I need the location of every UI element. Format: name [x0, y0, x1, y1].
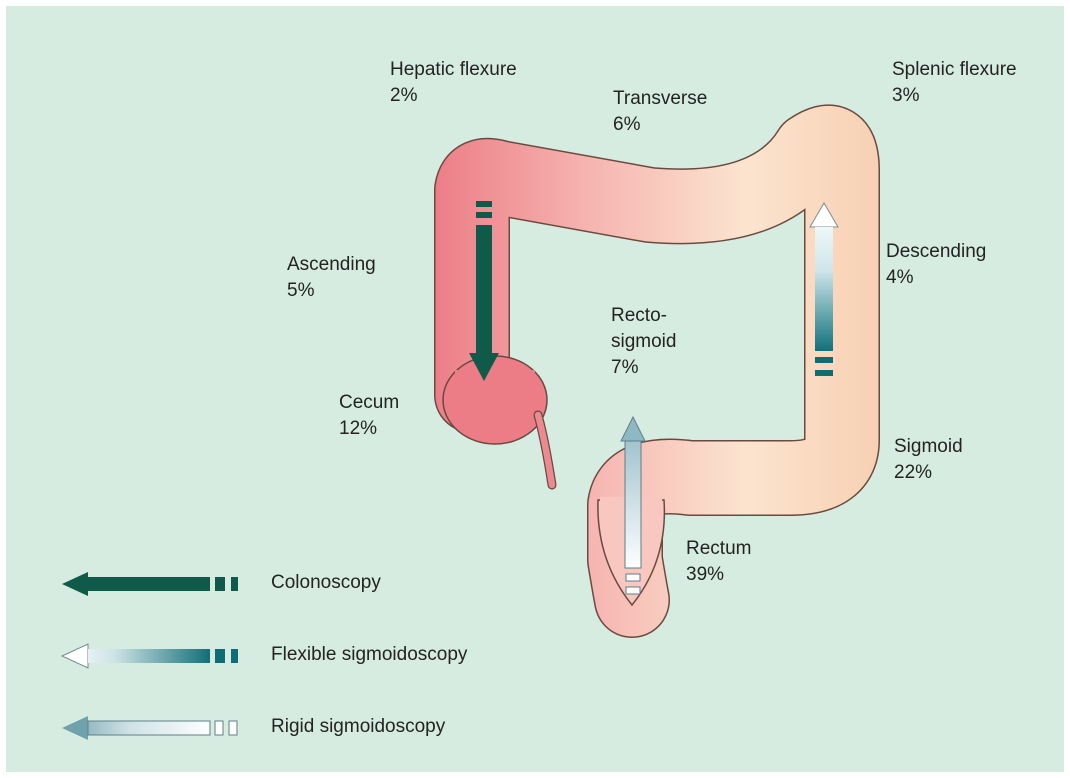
rectum-name: Rectum	[686, 536, 751, 562]
label-descending: Descending 4%	[886, 239, 986, 291]
cecum-percent: 12%	[339, 416, 399, 442]
legend-flexible-symbol	[62, 644, 238, 668]
splenic-flexure-name: Splenic flexure	[892, 57, 1017, 83]
label-transverse: Transverse 6%	[613, 86, 707, 138]
transverse-percent: 6%	[613, 112, 707, 138]
label-rectum: Rectum 39%	[686, 536, 751, 588]
descending-percent: 4%	[886, 265, 986, 291]
transverse-name: Transverse	[613, 86, 707, 112]
legend-colonoscopy-label: Colonoscopy	[271, 572, 381, 594]
legend-rigid-symbol	[62, 716, 237, 740]
hepatic-flexure-percent: 2%	[390, 83, 517, 109]
rectosigmoid-name-line1: Recto-	[611, 303, 676, 329]
sigmoid-percent: 22%	[894, 460, 963, 486]
label-sigmoid: Sigmoid 22%	[894, 434, 963, 486]
hepatic-flexure-name: Hepatic flexure	[390, 57, 517, 83]
sigmoid-name: Sigmoid	[894, 434, 963, 460]
rectum-percent: 39%	[686, 562, 751, 588]
label-rectosigmoid: Recto- sigmoid 7%	[611, 303, 676, 381]
legend-rigid-label: Rigid sigmoidoscopy	[271, 716, 445, 738]
label-cecum: Cecum 12%	[339, 390, 399, 442]
ascending-name: Ascending	[287, 252, 376, 278]
label-ascending: Ascending 5%	[287, 252, 376, 304]
legend-flexible-label: Flexible sigmoidoscopy	[271, 644, 467, 666]
rectosigmoid-percent: 7%	[611, 355, 676, 381]
cecum-name: Cecum	[339, 390, 399, 416]
rectosigmoid-name-line2: sigmoid	[611, 329, 676, 355]
descending-name: Descending	[886, 239, 986, 265]
label-hepatic-flexure: Hepatic flexure 2%	[390, 57, 517, 109]
legend-colonoscopy-symbol	[62, 572, 238, 596]
rigid-sigmoidoscopy-arrow	[621, 417, 645, 594]
ascending-percent: 5%	[287, 278, 376, 304]
splenic-flexure-percent: 3%	[892, 83, 1017, 109]
label-splenic-flexure: Splenic flexure 3%	[892, 57, 1017, 109]
